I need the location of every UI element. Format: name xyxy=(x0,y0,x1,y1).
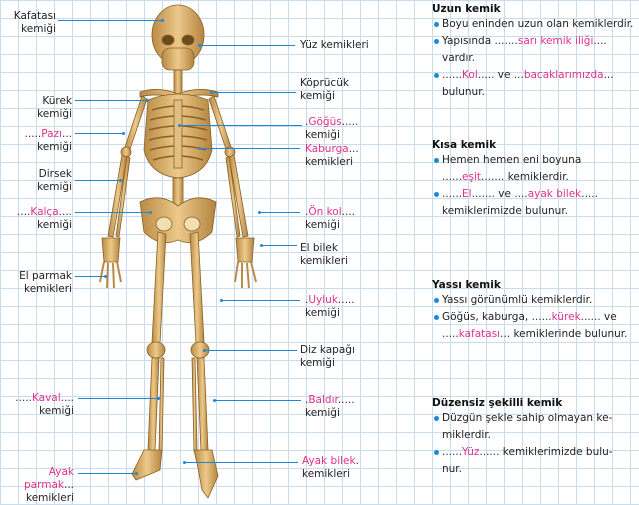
label-el-bilek: El bilek kemikleri xyxy=(300,242,348,268)
bullet-yassi-1: Yassı görünümlü kemiklerdir. xyxy=(432,292,639,309)
label-kalca: ....Kalça.... kemiği xyxy=(0,206,72,232)
leader-line-kaval xyxy=(78,398,158,399)
section-title-yassi: Yassı kemik xyxy=(432,278,639,292)
label-kurek: Kürek kemiği xyxy=(0,95,72,121)
leader-line-kaburga xyxy=(200,148,300,149)
label-uyluk-suffix: kemiği xyxy=(305,307,340,319)
label-ayak-bilek-suffix: kemikleri xyxy=(302,468,350,480)
fill-gogus: Göğüs xyxy=(308,116,341,128)
section-title-kisa: Kısa kemik xyxy=(432,138,639,152)
leader-line-kurek xyxy=(75,100,147,101)
bullet-uzun-2: Yapısında .......sarı kemik iliği....var… xyxy=(432,33,639,67)
fill-uyluk: Uyluk xyxy=(308,294,338,306)
label-onkol: .Ön kol.... kemiği xyxy=(305,206,355,232)
label-kalca-suffix: kemiği xyxy=(37,219,72,231)
label-uyluk: .Uyluk..... kemiği xyxy=(305,294,355,320)
leader-line-el-parmak xyxy=(75,276,105,277)
leader-line-ayak-parmak xyxy=(78,473,136,474)
label-kopracuk: Köprücük kemiği xyxy=(300,77,349,103)
fill-kaburga: Kaburga xyxy=(305,143,349,155)
section-duzensiz-kemik: Düzensiz şekilli kemik Düzgün şekle sahi… xyxy=(432,396,639,478)
label-dirsek: Dirsek kemiği xyxy=(0,168,72,194)
section-yassi-kemik: Yassı kemik Yassı görünümlü kemiklerdir.… xyxy=(432,278,639,343)
label-gogus: .Göğüs..... kemiği xyxy=(305,116,358,142)
fill-baldir: Baldır xyxy=(308,394,338,406)
label-kafatasi: Kafatası kemiği xyxy=(0,10,56,36)
label-baldir: .Baldır..... kemiği xyxy=(305,394,355,420)
bullet-kisa-2: ......El....... ve ....ayak bilek.....ke… xyxy=(432,186,639,220)
section-uzun-kemik: Uzun kemik Boyu eninden uzun olan kemikl… xyxy=(432,2,639,101)
bullet-uzun-3: ......Kol..... ve ...bacaklarımızda...bu… xyxy=(432,67,639,101)
leader-line-uyluk xyxy=(222,300,300,301)
bullet-yassi-2: Göğüs, kaburga, ......kürek...... ve....… xyxy=(432,309,639,343)
leader-line-diz xyxy=(205,350,297,351)
section-kisa-kemik: Kısa kemik Hemen hemen eni boyuna......e… xyxy=(432,138,639,220)
label-kaval-suffix: kemiği xyxy=(39,405,74,417)
fill-kalca: Kalça xyxy=(30,206,58,218)
fill-kaval: Kaval xyxy=(32,392,61,404)
label-ayak-parmak-suffix: kemikleri xyxy=(26,492,74,504)
skeleton-illustration xyxy=(88,0,328,504)
leader-line-gogus xyxy=(180,125,302,126)
label-el-parmak: El parmak kemikleri xyxy=(0,270,72,296)
bullet-duzensiz-1: Düzgün şekle sahip olmayan ke- miklerdir… xyxy=(432,410,639,444)
label-pazi-suffix: kemiği xyxy=(37,141,72,153)
label-kaburga-suffix: kemikleri xyxy=(305,156,353,168)
leader-line-ayak-bilek xyxy=(185,462,298,463)
fill-ayak-bilek: Ayak bilek xyxy=(302,455,356,467)
label-diz: Diz kapağı kemiği xyxy=(300,344,355,370)
leader-line-yuz xyxy=(200,45,295,46)
leader-line-kopracuk xyxy=(212,92,296,93)
fill-onkol: Ön kol xyxy=(308,206,341,218)
leader-line-baldir xyxy=(215,400,301,401)
section-title-duzensiz: Düzensiz şekilli kemik xyxy=(432,396,639,410)
label-baldir-suffix: kemiği xyxy=(305,407,340,419)
section-title-uzun: Uzun kemik xyxy=(432,2,639,16)
label-kaval: .....Kaval.... kemiği xyxy=(0,392,74,418)
label-kaburga: Kaburga... kemikleri xyxy=(305,143,359,169)
leader-line-el-bilek xyxy=(262,245,297,246)
bullet-uzun-1: Boyu eninden uzun olan kemiklerdir. xyxy=(432,16,639,33)
fill-pazi: Pazı xyxy=(41,128,62,140)
label-yuz: Yüz kemikleri xyxy=(300,39,369,52)
label-ayak-parmak: Ayak parmak... kemikleri xyxy=(0,466,74,505)
label-onkol-suffix: kemiği xyxy=(305,219,340,231)
bullet-kisa-1: Hemen hemen eni boyuna......eşit....... … xyxy=(432,152,639,186)
label-pazi: .....Pazı... kemiği xyxy=(0,128,72,154)
label-gogus-suffix: kemiği xyxy=(305,129,340,141)
bullet-duzensiz-2: ......Yüz...... kemiklerimizde bulu- nur… xyxy=(432,444,639,478)
leader-line-kafatasi xyxy=(58,20,162,21)
label-ayak-bilek: Ayak bilek. kemikleri xyxy=(302,455,359,481)
leader-line-dirsek xyxy=(75,180,120,181)
leader-line-pazi xyxy=(75,133,123,134)
leader-line-kalca xyxy=(75,212,150,213)
leader-line-onkol xyxy=(260,212,300,213)
